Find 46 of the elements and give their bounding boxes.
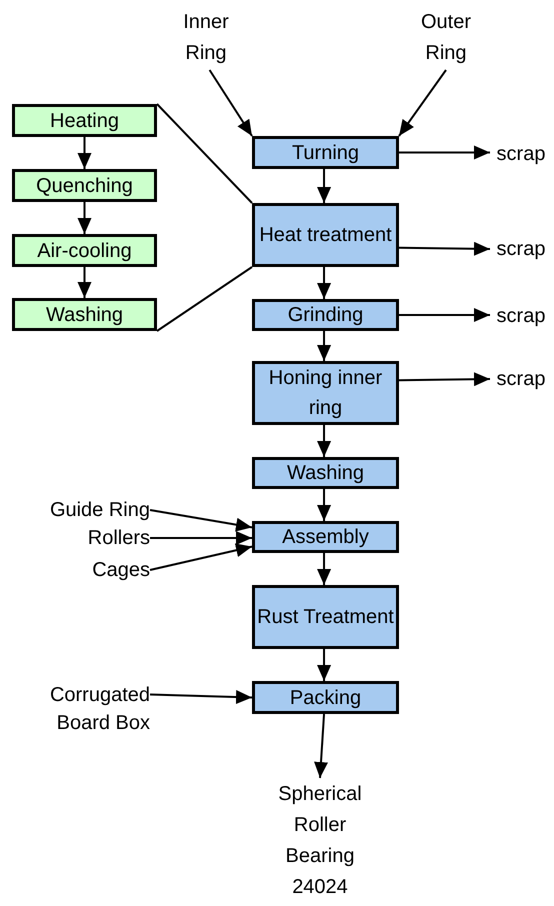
input-label: Rollers — [8, 524, 150, 552]
arrow — [317, 267, 332, 299]
arrow — [398, 69, 447, 137]
arrow — [78, 267, 92, 298]
arrow — [314, 714, 328, 778]
arrow — [150, 543, 252, 571]
arrow — [150, 531, 252, 545]
scrap-label: scrap — [490, 235, 552, 263]
arrow — [317, 169, 332, 203]
arrow — [150, 690, 252, 704]
arrow — [399, 308, 490, 322]
process-box: Honing inner ring — [252, 361, 399, 425]
connector-line — [156, 266, 253, 332]
process-box: Heat treatment — [252, 203, 399, 267]
connector-line — [156, 103, 253, 204]
process-box: Packing — [252, 681, 399, 714]
scrap-label: scrap — [490, 365, 552, 393]
arrow — [399, 146, 490, 160]
arrow — [317, 489, 332, 521]
arrow — [317, 649, 332, 681]
scrap-label: scrap — [490, 302, 552, 330]
input-label: Outer Ring — [410, 6, 482, 70]
arrow — [317, 331, 332, 361]
process-box: Rust Treatment — [252, 585, 399, 649]
arrow — [208, 69, 253, 137]
arrow — [150, 509, 252, 532]
substep-box: Washing — [12, 298, 157, 331]
arrow — [317, 553, 332, 585]
input-label: Guide Ring — [8, 496, 150, 524]
input-label: Cages — [8, 556, 150, 584]
process-box: Washing — [252, 457, 399, 489]
substep-box: Quenching — [12, 169, 157, 202]
arrow — [78, 202, 92, 234]
process-box: Turning — [252, 136, 399, 169]
arrow — [317, 425, 332, 457]
scrap-label: scrap — [490, 140, 552, 168]
arrow — [398, 372, 490, 386]
arrow — [78, 137, 92, 169]
substep-box: Air-cooling — [12, 234, 157, 267]
input-label: Inner Ring — [170, 6, 242, 70]
input-label: Corrugated Board Box — [8, 680, 150, 738]
product-label: Spherical Roller Bearing 24024 — [265, 778, 375, 904]
process-box: Grinding — [252, 299, 399, 331]
substep-box: Heating — [12, 104, 157, 137]
arrow — [398, 242, 490, 256]
process-box: Assembly — [252, 521, 399, 553]
